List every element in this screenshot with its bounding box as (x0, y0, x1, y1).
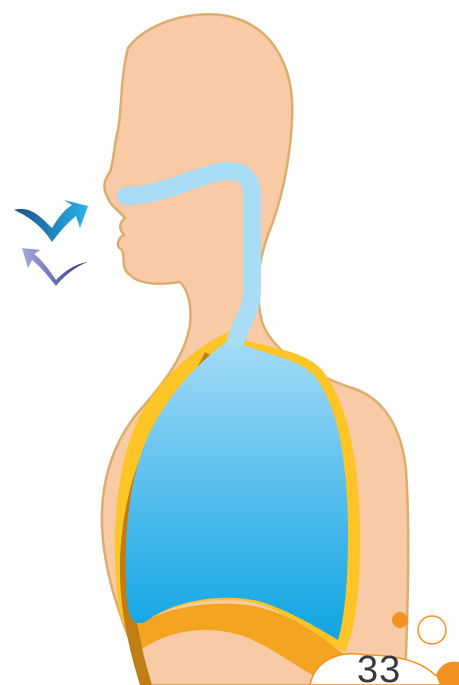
page-number: 33 (357, 650, 427, 685)
exhale-arrow-icon (22, 248, 88, 286)
lung (126, 338, 348, 640)
inhale-arrow-icon (14, 200, 88, 242)
